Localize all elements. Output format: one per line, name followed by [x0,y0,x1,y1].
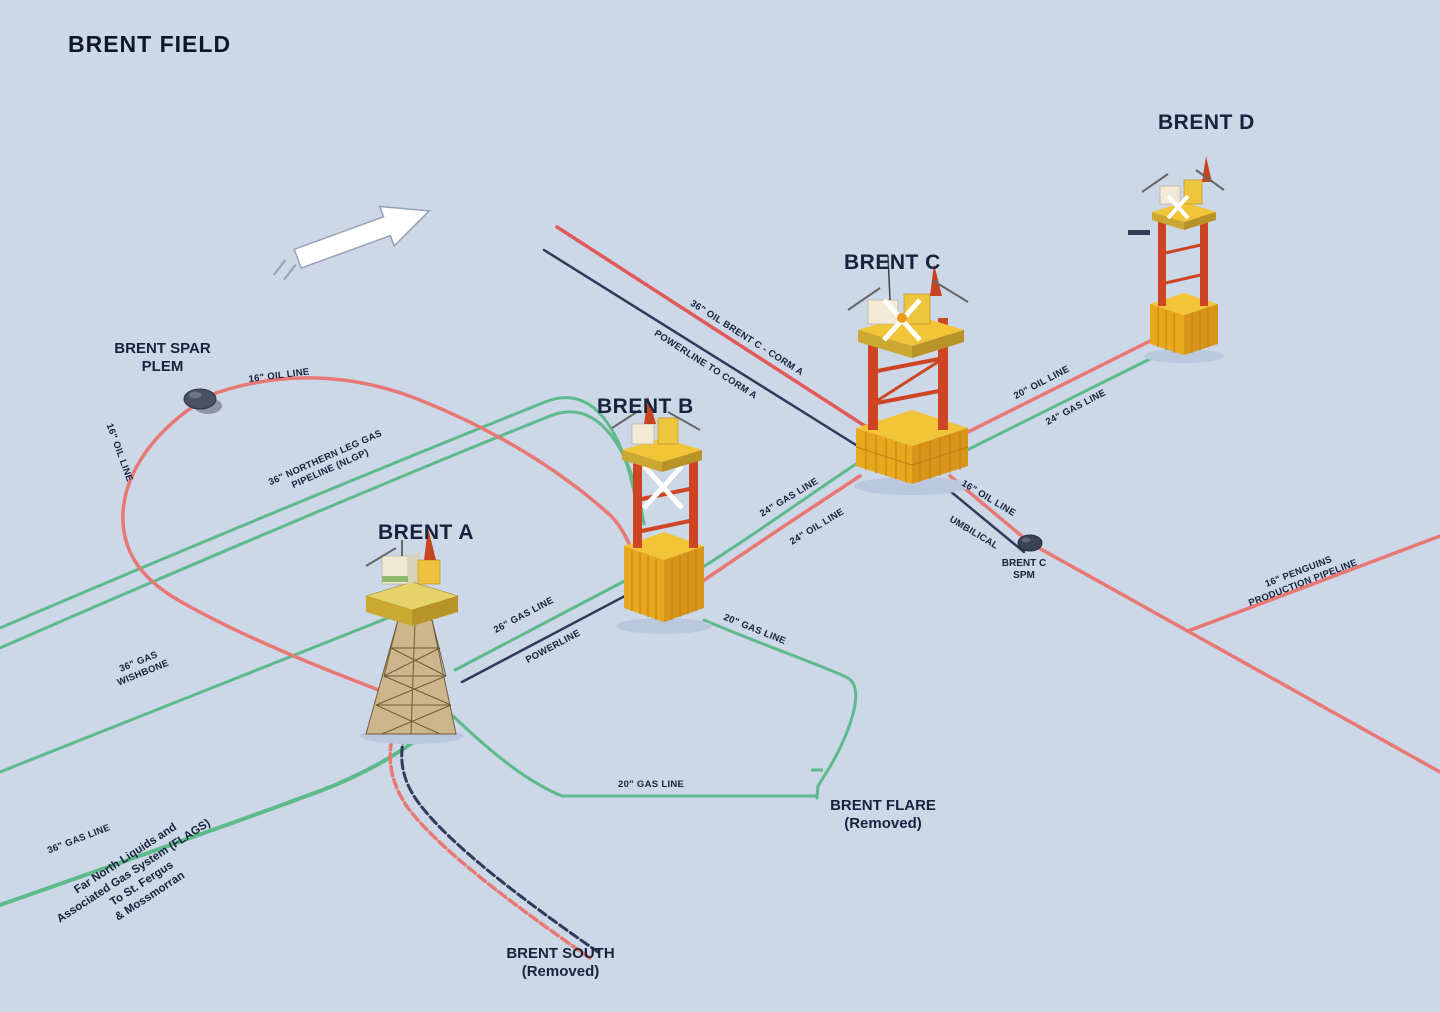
label-brent-c: BRENT C [844,251,941,274]
pipeline-corm-oil [555,225,884,439]
pipeline-penguins [1186,534,1440,633]
pipeline-cd-oil [954,329,1172,440]
pipeline-wishbone-gas [0,600,430,774]
label-flare-gas-horiz: 20" GAS LINE [618,779,685,790]
pipeline-spm-oil [948,474,1440,774]
pipeline-flare-horiz [451,714,819,798]
pipeline-spm-umbilical [942,484,1026,554]
pipeline-cd-gas [961,344,1178,454]
brent-a-platform [360,528,464,744]
brent-spar-plem-marker [183,388,222,414]
brent-d-platform [1128,156,1225,363]
page-title: BRENT FIELD [68,31,232,57]
pipeline-bc-oil [698,474,862,585]
label-brent-south: BRENT SOUTH (Removed) [506,945,615,981]
pipeline-ab-gas [453,574,636,672]
pipeline-bc-gas [696,462,858,572]
pipeline-corm-power [542,248,874,457]
label-brent-c-spm: BRENT C SPM [1001,558,1047,582]
label-brent-spar-plem: BRENT SPAR PLEM [114,340,211,376]
pipeline-nlgp-2 [0,410,646,650]
label-brent-flare: BRENT FLARE (Removed) [830,797,936,833]
label-brent-a: BRENT A [378,521,475,544]
pipeline-ab-power [460,586,642,684]
brent-b-platform [611,396,712,634]
label-brent-b: BRENT B [597,395,694,418]
pipeline-spar-oil-west [121,398,402,700]
label-brent-d: BRENT D [1158,111,1255,134]
pipeline-nlgp-1 [0,396,640,630]
pipelines-layer [0,225,1440,960]
pipeline-flare-diag [702,618,858,800]
pipeline-south-oil [388,702,592,960]
pipeline-spar-oil-east [203,376,638,562]
north-arrow [273,205,431,281]
brent-c-platform [847,255,970,495]
brent-c-spm-marker [1017,534,1043,552]
brent-d-tie-mark [1128,230,1150,235]
pipeline-south-power [400,708,600,954]
